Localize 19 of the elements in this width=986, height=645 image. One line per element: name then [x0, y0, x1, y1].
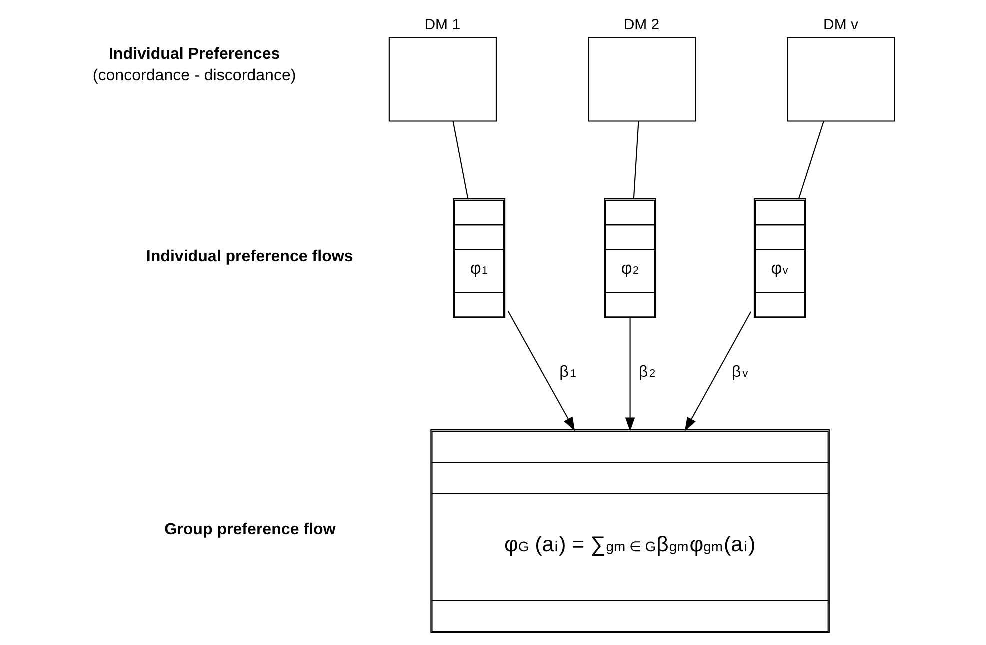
edge-label: β1 [560, 363, 576, 382]
arrow [684, 312, 752, 432]
connector [452, 120, 469, 199]
node-label: DM v [824, 16, 858, 34]
node-label: DM 1 [424, 16, 461, 34]
edge-label: βv [732, 363, 748, 382]
node-box [787, 37, 896, 122]
label: Group preference flow [164, 520, 336, 538]
label: (concordance - discordance) [92, 66, 296, 85]
connector [798, 120, 825, 199]
label: Individual preference flows [146, 247, 354, 266]
node-box [388, 37, 498, 122]
connector [633, 120, 640, 199]
label: Individual Preferences [108, 45, 280, 64]
node-box [588, 37, 696, 122]
arrow [625, 318, 636, 432]
node-label: DM 2 [624, 16, 660, 34]
arrow [508, 310, 576, 432]
edge-label: β2 [638, 363, 656, 382]
